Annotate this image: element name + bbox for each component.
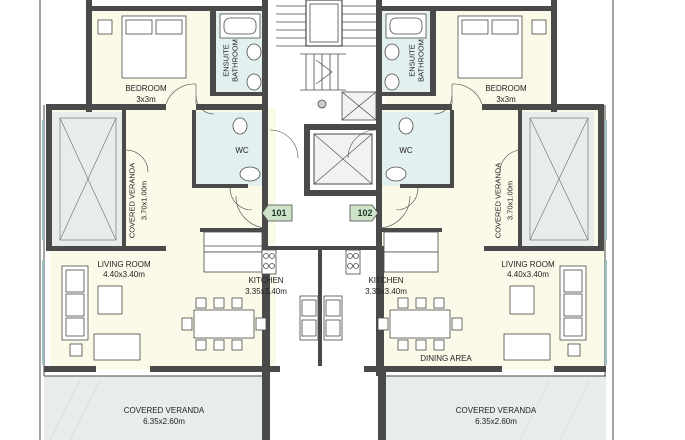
bedroom-right-size: 3x3m	[496, 95, 516, 104]
ensuite-left-line2: BATHROOM	[230, 39, 240, 82]
bedroom-left-name: BEDROOM	[125, 84, 167, 93]
furniture-dining	[181, 297, 463, 351]
veranda-side-right-size: 3.70x1.00m	[505, 180, 515, 221]
veranda-bottom-left-name: COVERED VERANDA	[123, 406, 205, 415]
staircase	[276, 0, 377, 121]
unit-101-label: 101	[271, 208, 287, 218]
walls	[44, 0, 606, 440]
kitchen-right-name: KITCHEN	[368, 276, 404, 285]
ensuite-right-line1: ENSUITE	[407, 44, 417, 77]
door-swings	[125, 83, 523, 229]
unit-tags	[261, 204, 379, 222]
veranda-side-left-name: COVERED VERANDA	[127, 162, 137, 239]
furniture-bath	[219, 13, 427, 182]
veranda-hatch	[49, 379, 591, 440]
veranda-side-right-name: COVERED VERANDA	[493, 162, 503, 239]
veranda-side-left-size: 3.70x1.00m	[139, 180, 149, 221]
lift-shaft	[313, 133, 373, 185]
ensuite-left-line1: ENSUITE	[221, 44, 231, 77]
kitchen-left-name: KITCHEN	[248, 276, 284, 285]
wc-left-name: WC	[235, 146, 249, 155]
living-left-size: 4.40x3.40m	[103, 270, 145, 279]
living-right-name: LIVING ROOM	[501, 260, 555, 269]
veranda-bottom-right-name: COVERED VERANDA	[455, 406, 537, 415]
kitchen-left-size: 3.35x3.40m	[245, 287, 287, 296]
veranda-bottom-left-size: 6.35x2.60m	[143, 417, 185, 426]
furniture-living	[61, 265, 587, 361]
furniture-kitchen	[203, 231, 439, 341]
unit-102-label: 102	[357, 208, 373, 218]
ensuite-right-line2: BATHROOM	[416, 39, 426, 82]
wc-right-name: WC	[399, 146, 413, 155]
dining-area-label: DINING AREA	[420, 354, 472, 363]
bedroom-left-size: 3x3m	[136, 95, 156, 104]
veranda-bottom-right-size: 6.35x2.60m	[475, 417, 517, 426]
bedroom-right-name: BEDROOM	[485, 84, 527, 93]
kitchen-right-size: 3.35x3.40m	[365, 287, 407, 296]
veranda-void-marks	[59, 117, 589, 241]
living-left-name: LIVING ROOM	[97, 260, 151, 269]
living-right-size: 4.40x3.40m	[507, 270, 549, 279]
furniture-beds	[97, 15, 547, 79]
